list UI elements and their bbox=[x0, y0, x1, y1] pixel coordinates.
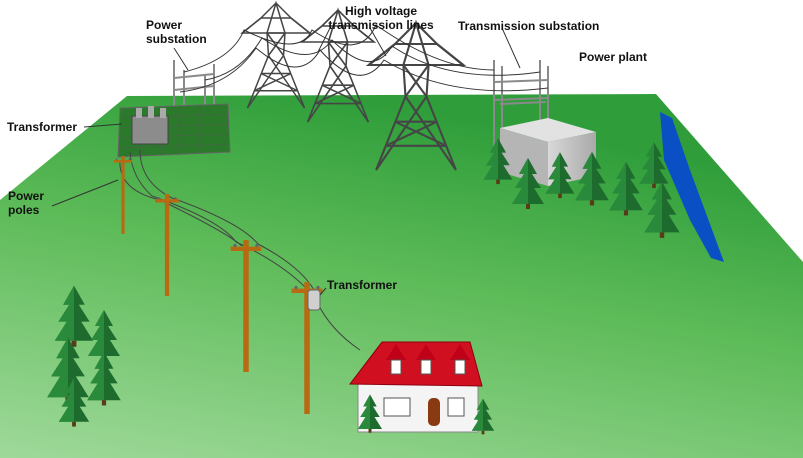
transmission-substation bbox=[493, 60, 549, 150]
transformer-station bbox=[117, 103, 231, 158]
house bbox=[349, 341, 483, 433]
ground-plane bbox=[0, 94, 803, 458]
power-plant-building bbox=[500, 118, 596, 186]
label-transformer-pole: Transformer bbox=[327, 278, 398, 292]
label-transmission-substation: Transmission substation bbox=[458, 19, 600, 33]
transmission-tower-1 bbox=[241, 2, 311, 109]
power-substation bbox=[173, 60, 215, 110]
label-power-poles: Power poles bbox=[8, 189, 45, 217]
river bbox=[660, 112, 724, 262]
high-voltage-lines bbox=[179, 24, 549, 93]
label-power-substation: Power substation bbox=[146, 18, 207, 46]
label-transformer-main: Transformer bbox=[7, 120, 78, 134]
pole-transformer bbox=[307, 289, 321, 311]
label-power-plant: Power plant bbox=[579, 50, 648, 64]
leader-lines bbox=[51, 27, 521, 296]
label-high-voltage-lines: High voltage transmission lines bbox=[328, 4, 434, 32]
